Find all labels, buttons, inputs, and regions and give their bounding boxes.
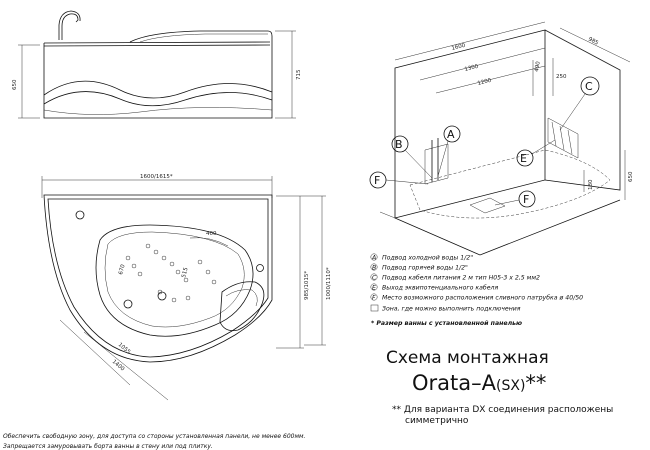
title-line2: Orata–A(SX)**	[412, 371, 546, 395]
svg-text:C: C	[372, 275, 377, 282]
legend-item-a: Подвод холодной воды 1/2"	[382, 255, 473, 262]
svg-text:B: B	[395, 138, 403, 151]
iso-view: 985 1600 1300 1200 490 250 650 180 A B C	[369, 21, 634, 256]
front-view: 650 715	[12, 10, 302, 119]
callout-f-right: F	[494, 190, 536, 208]
legend-item-c: Подвод кабеля питания 2 м тип H05-3 x 2,…	[382, 274, 540, 282]
dim-iso-985: 985	[587, 36, 600, 46]
title-line1: Схема монтажная	[386, 348, 549, 368]
jet-icons	[125, 243, 217, 303]
dim-plan-515: 515	[181, 266, 190, 278]
dim-plan-1000: 1000/1110*	[326, 267, 332, 300]
callout-a: A	[437, 125, 461, 177]
svg-text:E: E	[372, 285, 376, 292]
dim-iso-180: 180	[588, 179, 594, 190]
callout-f-left: F	[369, 171, 429, 189]
spout-icon	[61, 13, 79, 40]
svg-text:A: A	[447, 128, 455, 141]
dim-iso-250: 250	[556, 74, 567, 80]
dim-iso-650: 650	[628, 171, 634, 182]
legend-item-zone: Зона, где можно выполнить подключения	[382, 306, 521, 313]
dim-front-650: 650	[12, 79, 18, 90]
dim-plan-985: 985/1015*	[304, 271, 310, 300]
svg-text:C: C	[585, 80, 593, 93]
headrest	[219, 281, 265, 332]
svg-text:B: B	[372, 265, 376, 272]
dim-plan-top: 1600/1615*	[140, 174, 173, 180]
connection-zone	[424, 117, 579, 214]
svg-text:F: F	[372, 295, 376, 302]
callout-b: B	[391, 135, 433, 179]
callout-e: E	[516, 139, 556, 167]
footer-line2: Запрещается замуровывать борта ванны в с…	[3, 443, 213, 450]
dim-plan-670: 670	[118, 263, 127, 275]
dim-iso-490: 490	[534, 60, 542, 72]
dim-plan-400: 400	[206, 231, 217, 237]
legend-item-f: Место возможного расположения сливного п…	[382, 294, 583, 302]
legend-asterisk-note: * Размер ванны с установленной панелью	[371, 320, 522, 327]
dim-plan-1400: 1400	[111, 359, 126, 373]
dim-front-715: 715	[296, 69, 302, 80]
hatch-swatch-icon	[370, 304, 379, 312]
legend-item-b: Подвод горячей воды 1/2"	[382, 265, 468, 272]
dim-iso-1600: 1600	[451, 43, 467, 52]
svg-text:E: E	[520, 152, 527, 165]
svg-text:A: A	[371, 255, 376, 262]
footer-line1: Обеспечить свободную зону, для доступа с…	[3, 433, 306, 440]
plan-view: 1600/1615* 400 670 515 985/1	[41, 174, 332, 401]
control-knob-icon	[123, 299, 133, 309]
note-dx-line1: ** Для варианта DX соединения расположен…	[392, 405, 613, 415]
overflow-icon	[75, 210, 85, 220]
note-dx-line2: симметрично	[405, 416, 469, 426]
dim-iso-1300: 1300	[464, 64, 480, 73]
svg-text:F: F	[523, 193, 529, 206]
legend: A Подвод холодной воды 1/2" B Подвод гор…	[370, 253, 583, 327]
drain-icon	[157, 291, 167, 301]
dim-iso-1200: 1200	[477, 78, 493, 87]
callout-c: C	[559, 76, 600, 131]
svg-text:F: F	[374, 174, 380, 187]
legend-item-e: Выход эквипотенциального кабеля	[382, 284, 498, 292]
